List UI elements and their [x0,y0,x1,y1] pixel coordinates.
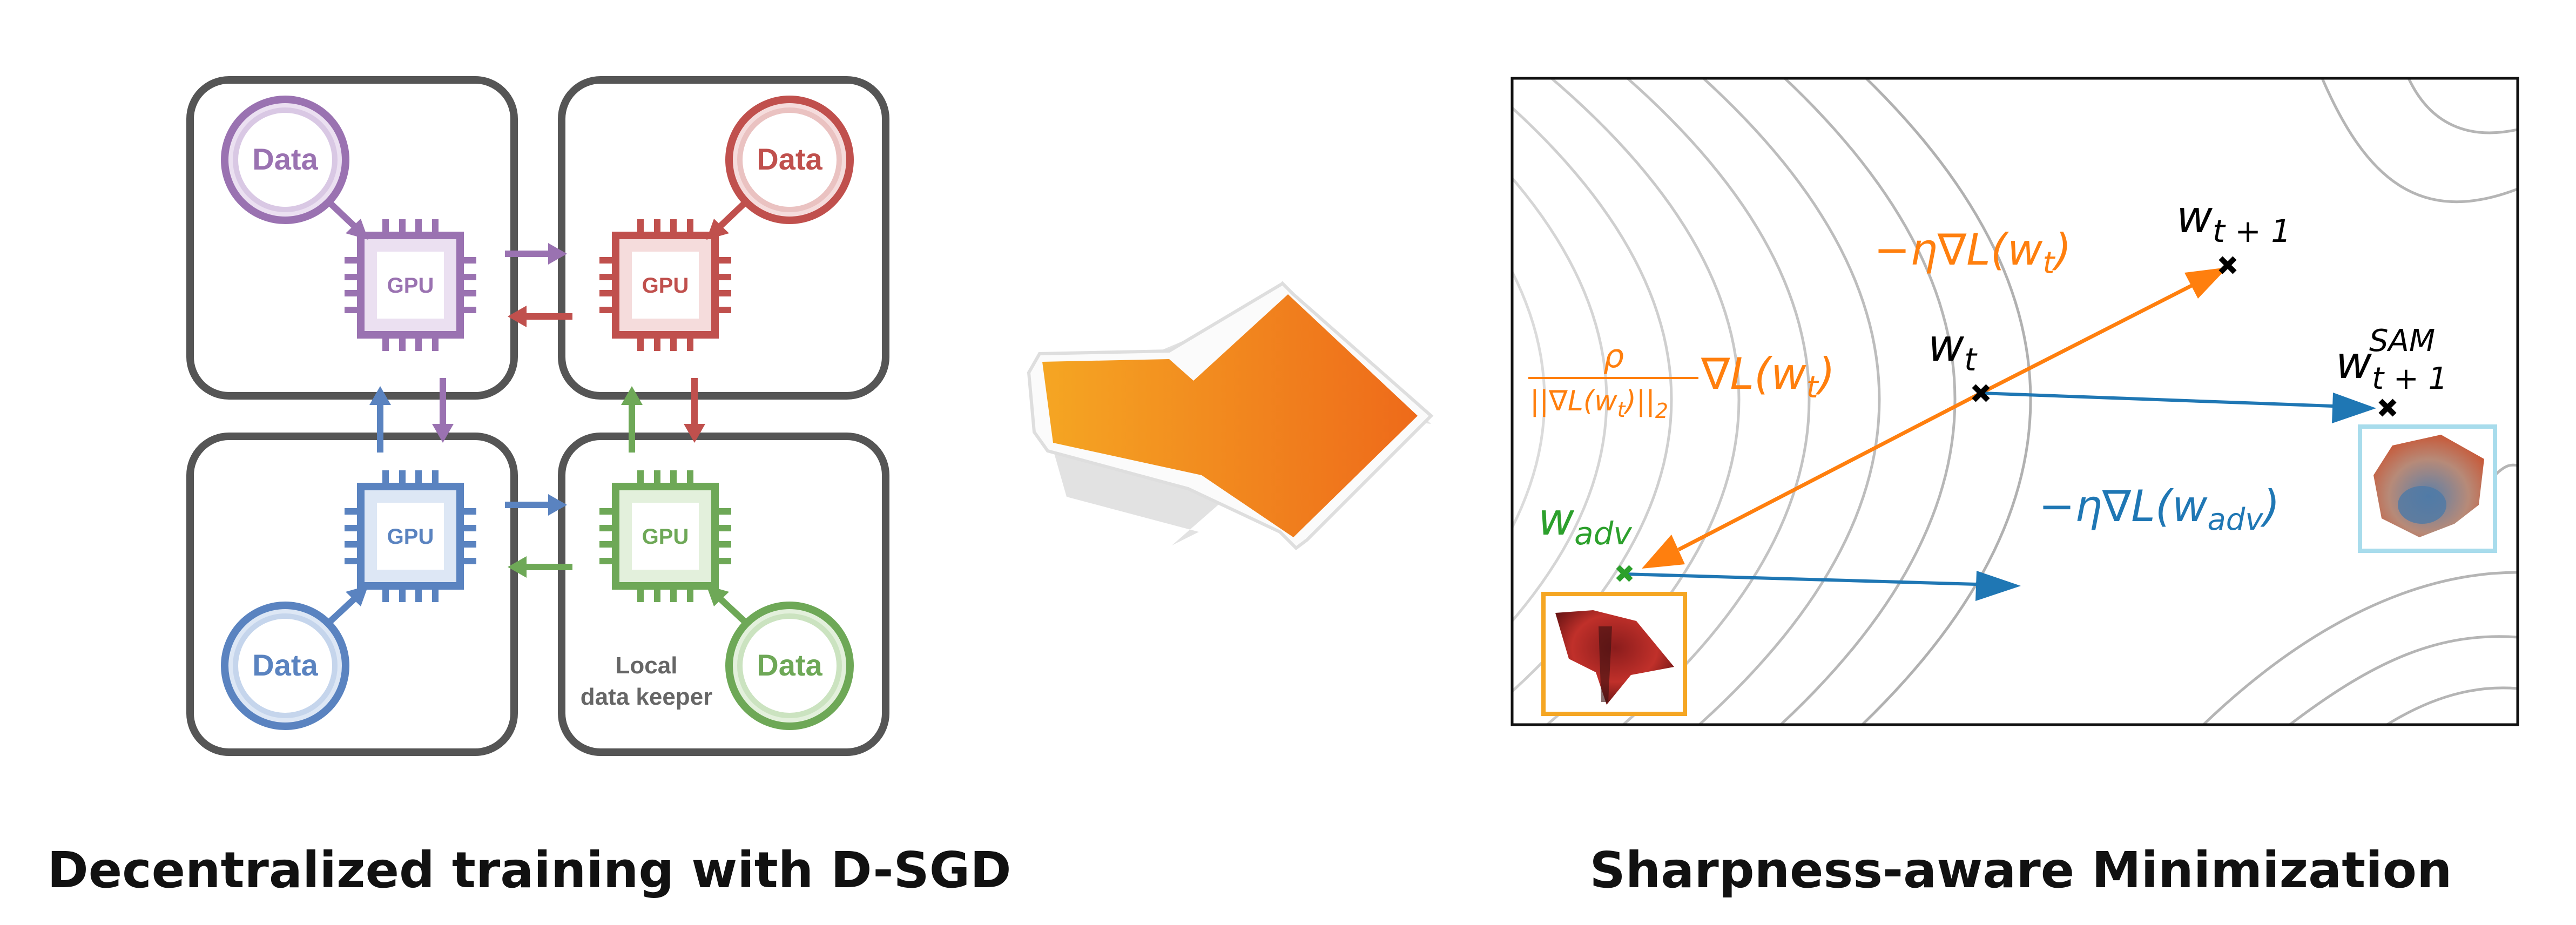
data-label-bottom-right: Data [757,648,822,682]
gpu-label: GPU [387,525,434,549]
label-w-sam: wt + 1 [2336,337,2447,396]
local-keeper-label-line1: Local [616,652,678,679]
gpu-die [377,252,444,319]
data-to-gpu-arrows [327,200,748,625]
contour-line [2386,686,2518,725]
point-markers [1616,256,2397,582]
gpu-die [377,503,444,570]
gpu-chip-bottom-left: GPU [345,470,476,602]
label-w-t1: wt + 1 [2176,192,2291,249]
label-rho: ρ [1603,337,1624,375]
sharp-minimum-thumbnail [1541,592,1687,716]
label-w-adv: wadv [1538,494,1633,552]
data-node-top-right: Data [725,96,854,224]
gpu-label: GPU [642,274,689,298]
data-node-bottom-right: Data [725,602,854,730]
transition-arrow [1027,281,1434,550]
label-w-sam-sup: SAM [2369,323,2435,359]
gpu-die [632,252,699,319]
label-rho-grad: ∇L(wt) [1701,349,1835,405]
right-caption: Sharpness-aware Minimization [1590,841,2452,899]
w-t-marker [1972,384,1990,402]
contour-line [2289,635,2518,725]
w-sam-marker [2378,399,2397,417]
node-box-top-left [186,76,518,400]
label-norm-den: ||∇L(wt)||2 [1530,385,1668,423]
w-adv-marker [1616,565,1633,582]
label-adv-step: −η∇L(wadv) [2039,481,2280,537]
node-box-bottom-left [186,433,518,756]
gpu-communication-arrows [369,243,705,578]
contour-line [1621,78,1811,725]
data-node-bottom-left: Data [221,602,349,730]
dsgd-diagram: Data Data Data Data GPU GPU GPU GPU [186,76,889,756]
gpu-label: GPU [387,274,434,298]
flat-minimum-thumbnail [2358,424,2497,553]
gpu-chip-bottom-right: GPU [599,470,731,602]
left-caption: Decentralized training with D-SGD [47,841,1011,899]
gpu-die [632,503,699,570]
node-box-top-right [558,76,889,400]
label-w-t: wt [1928,320,1978,378]
contour-line [2407,78,2518,134]
contour-line [2202,571,2518,725]
sam-arrows [1624,267,2376,601]
gpu-chips: GPU GPU GPU GPU [345,219,731,602]
contour-line [1697,78,1881,725]
gpu-chip-top-right: GPU [599,219,731,351]
sam-update-arrow [1980,391,2334,408]
contour-line [1860,78,2032,725]
grad-step-arrow [1980,283,2194,395]
contour-line [1512,176,1608,623]
data-label-top-left: Data [252,142,318,176]
label-grad-step: −η∇L(wt) [1874,225,2072,281]
math-labels: wt + 1 wt wt + 1 SAM wadv −η∇L(wt) −η∇L(… [1528,192,2447,552]
contour-line [1512,268,1546,531]
data-label-bottom-left: Data [252,648,318,682]
local-keeper-label-line2: data keeper [581,684,713,710]
data-label-top-right: Data [757,142,822,176]
gpu-label: GPU [642,525,689,549]
plot-frame [1510,77,2519,726]
w-t1-marker [2218,256,2237,274]
adv-perturb-arrow [1677,391,1982,552]
gpu-chip-top-left: GPU [345,219,476,351]
adv-grad-arrow [1624,572,1977,586]
data-node-top-left: Data [221,96,349,224]
contour-line [2321,78,2518,204]
node-box-bottom-right [558,433,889,756]
contour-line [2494,463,2518,476]
sam-plot: wt + 1 wt wt + 1 SAM wadv −η∇L(wt) −η∇L(… [1510,77,2519,726]
